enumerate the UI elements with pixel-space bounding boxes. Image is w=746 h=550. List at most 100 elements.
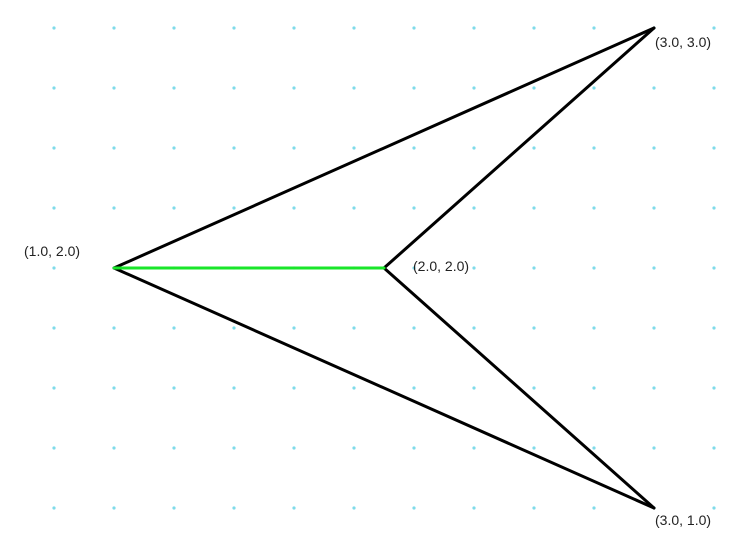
- grid-dot: [532, 506, 536, 510]
- grid-dot: [292, 146, 296, 150]
- grid-dot: [412, 146, 416, 150]
- grid-dot: [592, 506, 596, 510]
- edge-b-d: [382, 266, 656, 510]
- grid-dot: [232, 26, 236, 30]
- grid-dot: [652, 86, 656, 90]
- grid-dot: [472, 326, 476, 330]
- grid-dot: [652, 146, 656, 150]
- grid-dot: [472, 446, 476, 450]
- grid-dot: [592, 326, 596, 330]
- grid-dot: [412, 266, 416, 270]
- grid-dot: [532, 266, 536, 270]
- grid-dot: [52, 26, 56, 30]
- grid-dot: [52, 146, 56, 150]
- grid-dot: [112, 446, 116, 450]
- grid-dot: [292, 206, 296, 210]
- grid-dot: [52, 206, 56, 210]
- grid-dot: [532, 26, 536, 30]
- grid-dot: [112, 26, 116, 30]
- grid-dot: [412, 506, 416, 510]
- grid-dot: [292, 26, 296, 30]
- grid-dot: [112, 326, 116, 330]
- grid-dot: [172, 326, 176, 330]
- grid-dot: [52, 446, 56, 450]
- grid-dot: [712, 326, 716, 330]
- grid-dot: [412, 26, 416, 30]
- grid-dot: [352, 206, 356, 210]
- grid-dot: [592, 206, 596, 210]
- grid-dot: [532, 446, 536, 450]
- grid-dot: [532, 206, 536, 210]
- grid-dot: [232, 326, 236, 330]
- point-label-b: (2.0, 2.0): [413, 258, 469, 274]
- grid-dot: [472, 86, 476, 90]
- grid-dot: [172, 506, 176, 510]
- grid-dot: [112, 206, 116, 210]
- grid-dot: [232, 146, 236, 150]
- grid-dot: [712, 26, 716, 30]
- grid-dot: [172, 386, 176, 390]
- grid-dot: [472, 506, 476, 510]
- grid-dot: [352, 386, 356, 390]
- grid-dot: [232, 506, 236, 510]
- grid-dot: [292, 386, 296, 390]
- grid-dot: [472, 386, 476, 390]
- grid-dot: [292, 446, 296, 450]
- grid-dot: [472, 146, 476, 150]
- grid-dot: [232, 206, 236, 210]
- grid-dot: [592, 146, 596, 150]
- point-label-d: (3.0, 1.0): [655, 512, 711, 528]
- grid-dot: [112, 386, 116, 390]
- grid-dot: [412, 326, 416, 330]
- edges: [112, 26, 656, 510]
- grid-dot: [172, 446, 176, 450]
- grid-dot: [232, 386, 236, 390]
- grid-dot: [112, 506, 116, 510]
- grid-dot: [532, 326, 536, 330]
- grid-dot: [472, 266, 476, 270]
- point-label-a: (1.0, 2.0): [24, 243, 80, 259]
- grid-dot: [352, 146, 356, 150]
- grid-dot: [712, 386, 716, 390]
- grid-dot: [172, 146, 176, 150]
- edge-c-b: [382, 26, 656, 270]
- grid-dot: [652, 266, 656, 270]
- point-label-c: (3.0, 3.0): [655, 34, 711, 50]
- grid-dot: [592, 266, 596, 270]
- grid-dot: [172, 26, 176, 30]
- grid-dot: [172, 206, 176, 210]
- grid-dot: [712, 206, 716, 210]
- grid-dot: [52, 386, 56, 390]
- edge-a-c: [112, 26, 656, 270]
- grid-dot: [112, 146, 116, 150]
- grid-dot: [412, 86, 416, 90]
- grid-dot: [172, 86, 176, 90]
- grid-dot: [592, 446, 596, 450]
- grid-dot: [292, 506, 296, 510]
- grid-dot: [52, 86, 56, 90]
- edge-d-a: [112, 266, 656, 510]
- grid-dot: [712, 266, 716, 270]
- grid-dot: [292, 86, 296, 90]
- grid-dot: [352, 86, 356, 90]
- grid-dot: [52, 326, 56, 330]
- grid-dot: [712, 506, 716, 510]
- grid-dot: [352, 506, 356, 510]
- grid-dot: [352, 326, 356, 330]
- grid-dot: [712, 446, 716, 450]
- grid-dot: [592, 86, 596, 90]
- grid-dot: [652, 446, 656, 450]
- grid-dot: [712, 86, 716, 90]
- grid-dot: [592, 26, 596, 30]
- grid-dot: [652, 206, 656, 210]
- grid-dot: [292, 326, 296, 330]
- grid-dot: [112, 86, 116, 90]
- grid-dot: [652, 386, 656, 390]
- grid-dot: [472, 26, 476, 30]
- grid-dot: [232, 86, 236, 90]
- grid-dot: [652, 326, 656, 330]
- point-labels: (1.0, 2.0) (2.0, 2.0) (3.0, 3.0) (3.0, 1…: [24, 34, 711, 528]
- grid-dot: [592, 386, 596, 390]
